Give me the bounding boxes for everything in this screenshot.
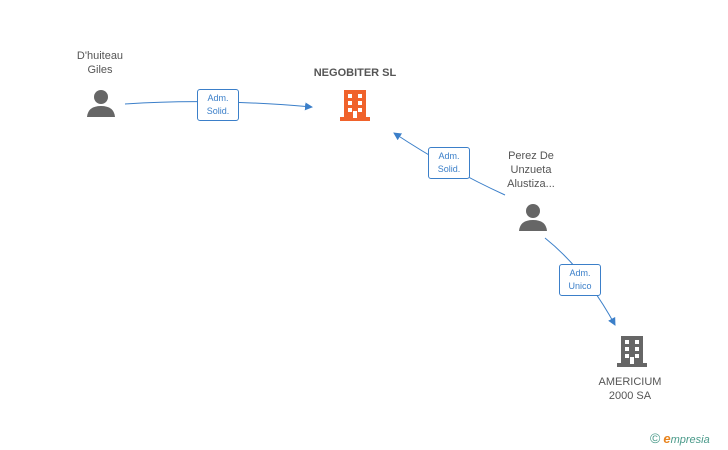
person-icon[interactable]	[518, 202, 548, 232]
company-name-americium[interactable]: AMERICIUM 2000 SA	[598, 376, 662, 402]
empresia-logo-initial: e	[663, 431, 671, 446]
person-name-perez[interactable]: Perez De Unzueta Alustiza...	[507, 150, 555, 190]
edge-label-adm-solid: Adm. Solid.	[197, 89, 239, 121]
edge-label-adm-unico: Adm. Unico	[559, 264, 601, 296]
person-name-dhuiteau[interactable]: D'huiteau Giles	[76, 50, 124, 76]
building-icon[interactable]	[339, 88, 371, 122]
empresia-logo-text: mpresia	[670, 434, 710, 446]
edge-label-adm-solid: Adm. Solid.	[428, 147, 470, 179]
copyright-icon: ©	[650, 430, 661, 446]
empresia-watermark: ©empresia	[650, 430, 710, 446]
building-icon[interactable]	[616, 334, 648, 368]
person-icon[interactable]	[86, 88, 116, 118]
company-title-negobiter[interactable]: NEGOBITER SL	[313, 67, 397, 79]
